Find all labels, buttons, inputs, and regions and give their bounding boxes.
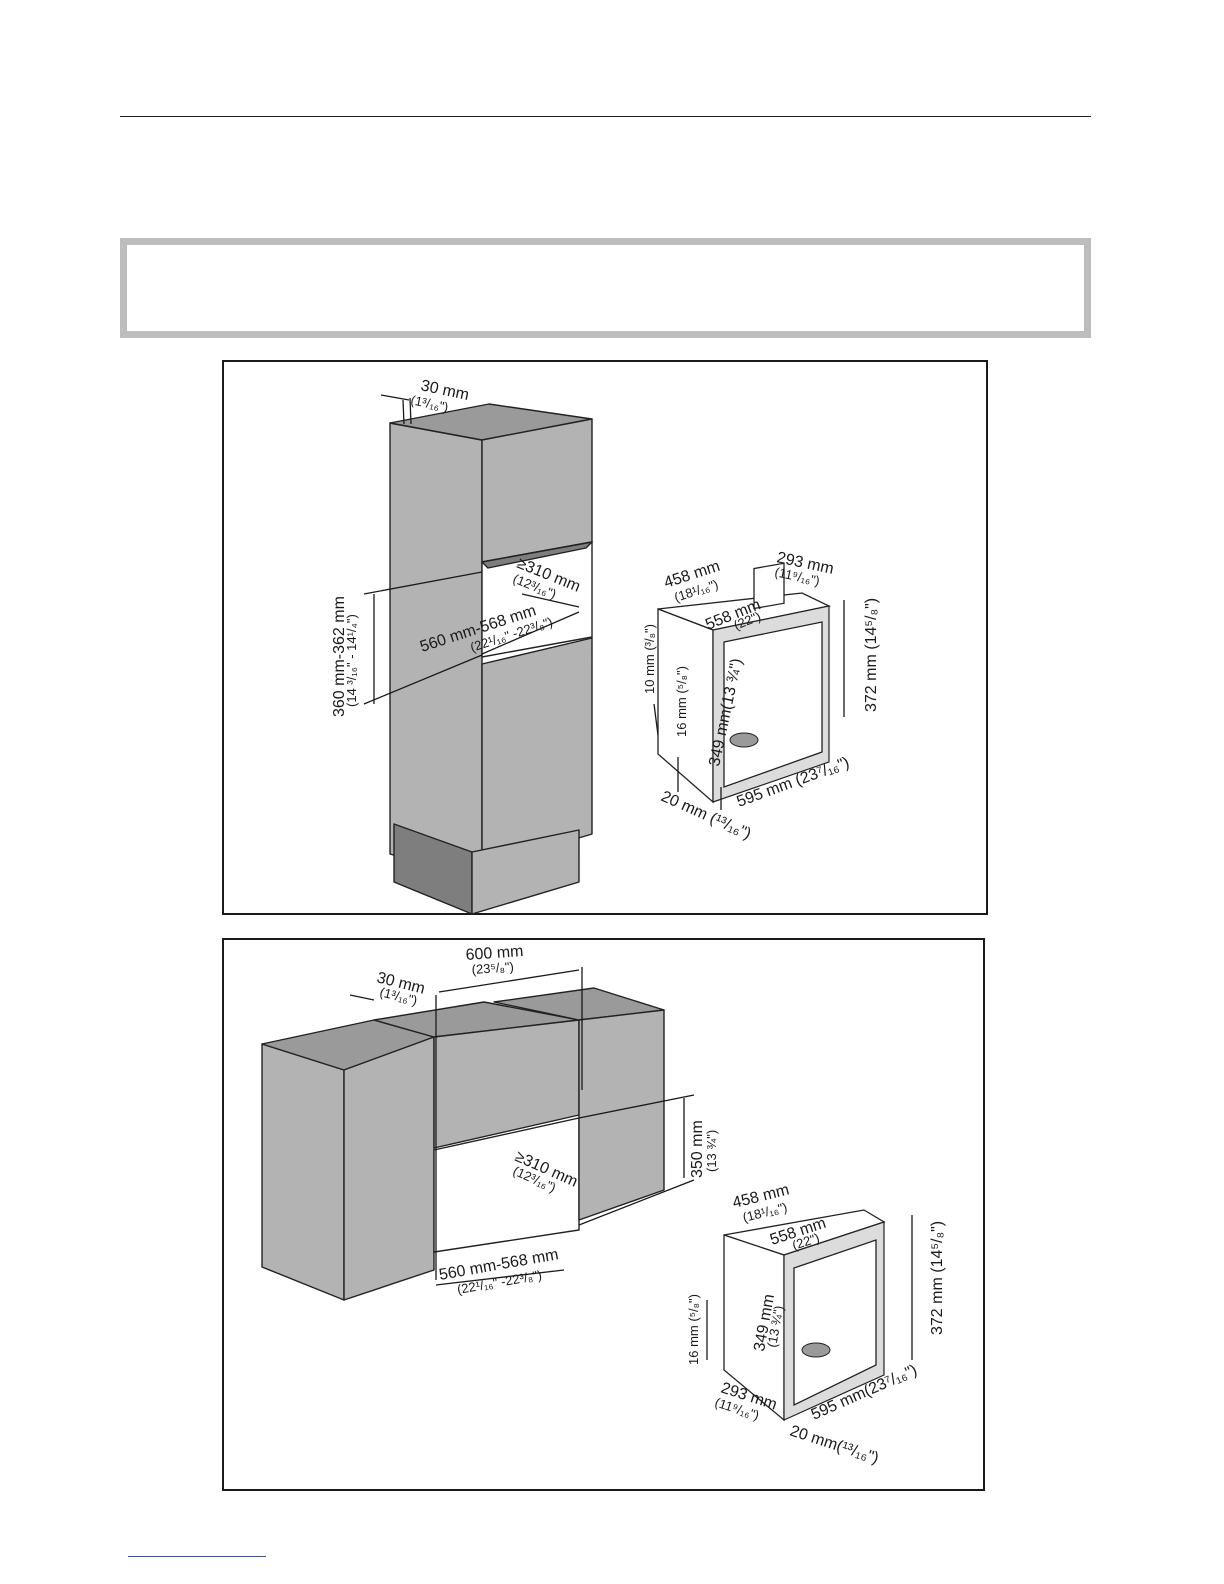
figure-base-cabinet: 600 mm (23⁵/₈") 30 mm (1³/₁₆") 350 mm (1… — [222, 938, 985, 1491]
fig2-cabinet-width-inch: (23⁵/₈") — [471, 959, 514, 977]
fig2-app-height: 372 mm (14⁵/₈") — [929, 1221, 946, 1335]
fig1-app-height: 372 mm (14⁵/₈") — [863, 598, 880, 712]
fig1-offset-top: 10 mm (³/₈") — [642, 624, 657, 694]
fig2-app-body-height-inch: (13 ¾") — [764, 1304, 786, 1348]
lower-door — [481, 637, 593, 868]
right-cabinet-front — [578, 1009, 665, 1221]
cabinet-side-panel — [389, 422, 483, 883]
appliance-drawing-2 — [706, 1209, 913, 1422]
fig1-niche-height-inch: (14 ³/₁₆" - 14¹/₄") — [344, 614, 359, 707]
figure-tall-cabinet: 30 mm (1³/₁₆") ≥310 mm (12³/₁₆") 560 mm-… — [222, 360, 988, 915]
header-rule — [120, 116, 1091, 117]
plinth-front — [471, 829, 580, 915]
footer-link-underline[interactable] — [128, 1556, 266, 1557]
left-cabinet-side — [261, 1043, 345, 1301]
fig2-niche-height: 350 mm — [689, 1120, 706, 1178]
fig2-offset-bottom: 16 mm (⁵/₈") — [686, 1294, 701, 1365]
fig1-niche-height: 360 mm-362 mm — [331, 596, 348, 717]
fig2-cabinet-width: 600 mm — [465, 943, 524, 964]
left-cabinet-front — [343, 1036, 435, 1301]
niche-opening — [433, 1117, 580, 1253]
appliance-drawing-1 — [653, 562, 845, 810]
tall-cabinet-diagram: 30 mm (1³/₁₆") ≥310 mm (12³/₁₆") 560 mm-… — [331, 377, 880, 915]
fig2-front-thickness: 20 mm(¹³/₁₆") — [788, 1423, 881, 1468]
fig1-offset-bottom: 16 mm (⁵/₈") — [674, 666, 689, 737]
upper-door — [481, 418, 593, 563]
niche-top-shelf — [481, 541, 593, 569]
heading-box — [120, 238, 1091, 338]
appliance-front-inner — [793, 1239, 877, 1407]
fig2-niche-height-inch: (13 ¾") — [704, 1130, 719, 1172]
base-cabinet-diagram: 600 mm (23⁵/₈") 30 mm (1³/₁₆") 350 mm (1… — [261, 943, 946, 1468]
